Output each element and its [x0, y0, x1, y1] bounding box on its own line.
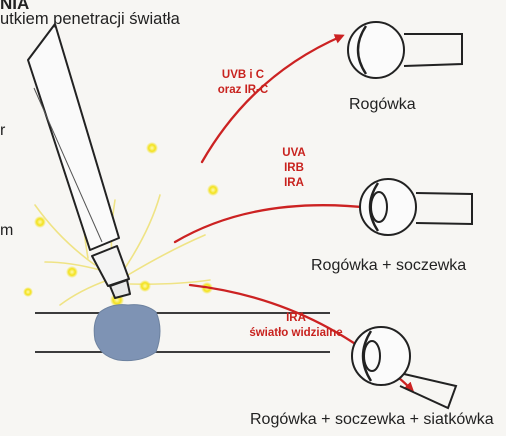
ray-label-3: IRA światło widzialne [238, 311, 354, 341]
eye-diagram-3 [352, 327, 456, 408]
tissue-blob [94, 305, 160, 361]
left-text-fragment: r [0, 122, 5, 140]
ray-label-line: UVB i C [208, 68, 278, 83]
subtitle-fragment: utkiem penetracji światła [0, 10, 180, 29]
torch-nozzle [92, 246, 129, 286]
spark-dot [23, 287, 33, 297]
ray-label-line: IRA [272, 176, 316, 191]
eye-diagram-1 [348, 22, 462, 78]
left-text-fragment: m [0, 222, 13, 240]
spark-dot [146, 142, 158, 154]
ray-label-line: IRB [272, 161, 316, 176]
ray-label-line: IRA [238, 311, 354, 326]
eye-diagram-2 [360, 179, 472, 235]
spark-dot [139, 280, 151, 292]
eye-caption-1: Rogówka [349, 96, 416, 114]
spark-dot [34, 216, 46, 228]
eye-caption-2: Rogówka + soczewka [311, 257, 466, 275]
eye-caption-3: Rogówka + soczewka + siatkówka [250, 411, 494, 429]
ray-label-line: UVA [272, 146, 316, 161]
ray-label-2: UVA IRB IRA [272, 146, 316, 191]
ray-arrow-2 [175, 205, 372, 242]
ray-label-line: światło widzialne [238, 326, 354, 341]
spark-dot [207, 184, 219, 196]
ray-label-1: UVB i C oraz IR-C [208, 68, 278, 98]
torch-body [28, 24, 119, 250]
ray-arrow-1 [202, 36, 342, 162]
ray-label-line: oraz IR-C [208, 83, 278, 98]
spark-dot [66, 266, 78, 278]
welding-torch [28, 24, 130, 298]
